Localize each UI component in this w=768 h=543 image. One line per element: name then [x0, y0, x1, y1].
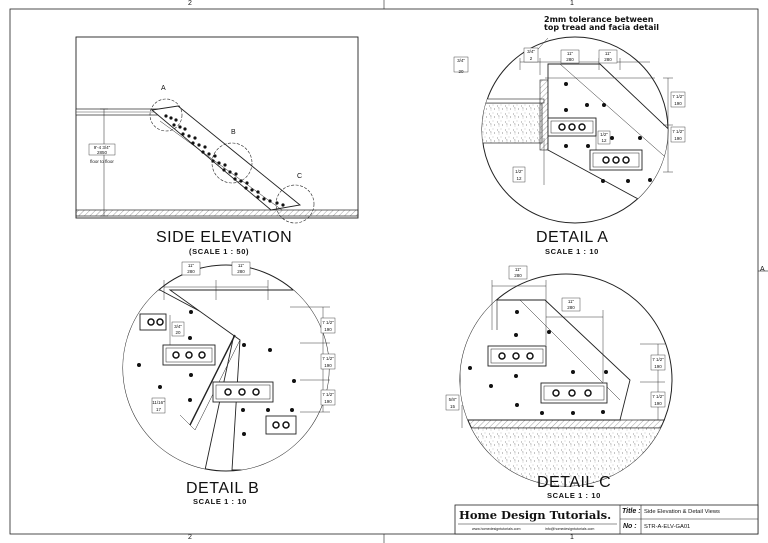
detail-c-dim-2-metric: 280 — [567, 305, 575, 310]
detail-a-dim-1-metric: 20 — [458, 69, 464, 74]
detail-a-dim-8-imperial: 1/2" — [515, 169, 523, 174]
tolerance-note-line-1: 2mm tolerance between — [544, 15, 654, 24]
company-website: www.homedesigntutorials.com — [472, 527, 521, 531]
detail-c-scale: SCALE 1 : 10 — [547, 491, 601, 500]
callout-b: B — [231, 129, 236, 136]
detail-b-dim-5-metric: 190 — [324, 399, 332, 404]
detail-a-dim-2-metric: 2 — [529, 56, 533, 61]
detail-b-dim-1-imperial: 11" — [187, 263, 195, 268]
detail-c-dim-4-metric: 190 — [654, 401, 662, 406]
detail-c-dim-3-metric: 190 — [654, 364, 662, 369]
detail-a-dim-7-imperial: 1/2" — [600, 132, 608, 137]
height-dim-imperial: 9'-4 3/4" — [93, 145, 111, 150]
detail-b-view — [122, 261, 336, 472]
callout-a: A — [161, 85, 166, 92]
detail-a-dim-7-metric: 12 — [601, 138, 607, 143]
side-elevation-view — [75, 36, 359, 224]
zone-marker-bottom-right: 1 — [570, 534, 574, 541]
detail-b-dim-2-metric: 280 — [237, 269, 245, 274]
detail-c-dim-5-imperial: 5/8" — [448, 397, 457, 402]
company-name: Home Design Tutorials. — [459, 508, 612, 522]
side-elevation-title: SIDE ELEVATION — [156, 229, 293, 246]
detail-b-dim-6-metric: 20 — [175, 330, 181, 335]
detail-a-view — [453, 36, 686, 224]
detail-a-dim-2-imperial: 3/4" — [527, 49, 535, 54]
detail-c-dim-4-imperial: 7 1/2" — [652, 394, 664, 399]
title-block — [454, 504, 759, 535]
zone-marker-bottom-left: 2 — [188, 534, 192, 541]
callout-c: C — [297, 173, 303, 180]
detail-b-dim-7-metric: 17 — [155, 407, 161, 412]
detail-b-dim-1-metric: 280 — [187, 269, 195, 274]
height-dim-metric: 2850 — [96, 150, 107, 155]
title-label: Title : — [622, 508, 641, 515]
detail-a-dim-6-imperial: 7 1/2" — [672, 129, 684, 134]
detail-c-dim-2-imperial: 11" — [567, 299, 575, 304]
detail-a-dim-5-metric: 190 — [674, 101, 682, 106]
detail-b-dim-3-imperial: 7 1/2" — [322, 320, 334, 325]
detail-a-dim-1-imperial: 3/4" — [457, 58, 465, 63]
company-email: info@homedesigntutorials.com — [545, 527, 595, 531]
tolerance-note-line-2: top tread and facia detail — [544, 23, 659, 32]
height-dim-note: floor to floor — [90, 159, 114, 164]
detail-b-title: DETAIL B — [186, 480, 260, 497]
detail-a-scale: SCALE 1 : 10 — [545, 247, 599, 256]
detail-a-dim-4-metric: 280 — [604, 57, 612, 62]
detail-b-dim-6-imperial: 3/4" — [174, 324, 182, 329]
detail-b-dim-2-imperial: 11" — [237, 263, 245, 268]
drawing-no-label: No : — [623, 523, 637, 530]
side-elevation-scale: (SCALE 1 : 50) — [189, 247, 250, 256]
drawing-no-value: STR-A-ELV-GA01 — [644, 524, 691, 530]
detail-a-dim-5-imperial: 7 1/2" — [672, 94, 684, 99]
detail-b-dim-4-imperial: 7 1/2" — [322, 356, 334, 361]
detail-b-dim-5-imperial: 7 1/2" — [322, 392, 334, 397]
detail-a-dim-4-imperial: 11" — [604, 51, 612, 56]
detail-a-title: DETAIL A — [536, 229, 609, 246]
detail-a-dim-6-metric: 190 — [674, 136, 682, 141]
detail-c-dim-3-imperial: 7 1/2" — [652, 357, 664, 362]
zone-marker-side: A — [760, 266, 765, 273]
zone-marker-top-right: 1 — [570, 0, 574, 7]
detail-b-dim-7-imperial: 11/16" — [152, 400, 165, 405]
detail-b-dim-3-metric: 190 — [324, 327, 332, 332]
detail-a-dim-3-metric: 280 — [566, 57, 574, 62]
detail-b-dim-4-metric: 190 — [324, 363, 332, 368]
detail-b-scale: SCALE 1 : 10 — [193, 497, 247, 506]
detail-a-dim-8-metric: 12 — [516, 176, 522, 181]
title-value: Side Elevation & Detail Views — [644, 509, 720, 515]
detail-c-dim-1-metric: 280 — [514, 273, 522, 278]
zone-marker-top-left: 2 — [188, 0, 192, 7]
detail-a-dim-3-imperial: 11" — [566, 51, 574, 56]
detail-c-dim-1-imperial: 11" — [514, 267, 522, 272]
detail-c-title: DETAIL C — [537, 474, 612, 491]
detail-c-dim-5-metric: 15 — [449, 404, 455, 409]
